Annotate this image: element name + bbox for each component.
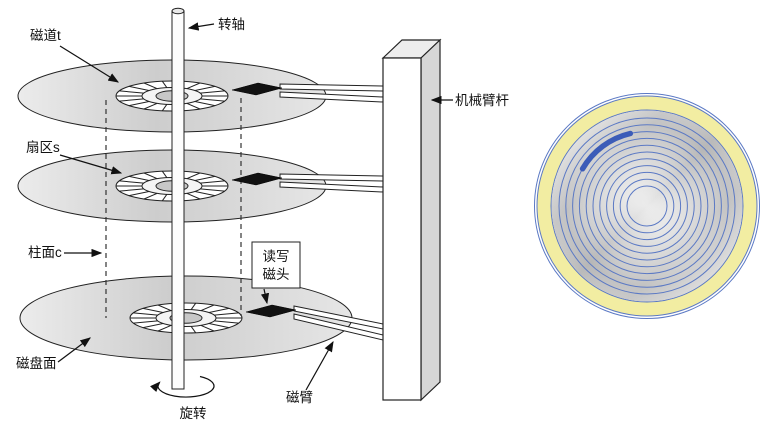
disk-platter-shine xyxy=(551,110,743,302)
hub-tick xyxy=(119,180,144,184)
track-circles xyxy=(558,117,736,295)
disk-surface-arrow xyxy=(57,337,91,363)
hub-tick xyxy=(186,102,201,110)
disk-yellow-band-inner-edge xyxy=(550,109,744,303)
hub-tick xyxy=(208,307,230,313)
hub-tick xyxy=(119,90,144,94)
hub-tick xyxy=(157,324,172,332)
hub-tick xyxy=(119,98,144,102)
track-circle xyxy=(612,171,682,241)
actuator-bar-label: 机械臂杆 xyxy=(455,93,509,108)
hub-tick xyxy=(214,312,239,316)
rw-head-bottom xyxy=(245,304,297,318)
arm-arrow xyxy=(305,340,334,391)
track-circle xyxy=(558,117,736,295)
hub-tick xyxy=(128,175,150,181)
hub-tick xyxy=(142,307,164,313)
hub-tick xyxy=(200,180,225,184)
hub-tick xyxy=(161,194,168,202)
sector-arrow xyxy=(59,154,123,175)
sector-label: 扇区s xyxy=(26,140,60,155)
rw-head-middle xyxy=(231,172,283,186)
hub-tick xyxy=(186,192,201,200)
platter-stack xyxy=(17,59,353,361)
hub-sector-ticks xyxy=(116,80,242,334)
hub-tick xyxy=(200,98,225,102)
hub-tick xyxy=(143,102,158,110)
track-circle xyxy=(599,158,695,254)
disk-yellow-band-outer-edge xyxy=(536,95,758,317)
hub-tick xyxy=(190,326,197,334)
spindle-arrow xyxy=(187,22,215,31)
hub-tick xyxy=(186,82,201,90)
track-circle xyxy=(585,144,709,268)
track-arrow xyxy=(59,45,120,83)
cylinder-label: 柱面c xyxy=(28,245,62,260)
disk-surface-view xyxy=(534,93,760,319)
track-circle xyxy=(592,151,702,261)
hub-tick xyxy=(214,320,239,324)
hub-tick xyxy=(200,304,215,312)
actuator-bar-front-face xyxy=(382,57,422,401)
hub-tick xyxy=(200,90,225,94)
actuator-bar xyxy=(381,38,442,402)
rw-heads xyxy=(231,82,297,318)
rw-head-label-frame xyxy=(251,241,301,289)
rw-head-label-line1: 读写 xyxy=(263,249,290,264)
rotation-label: 旋转 xyxy=(180,406,207,421)
track-circle xyxy=(565,124,729,288)
spindle-shaft-cap xyxy=(171,7,185,15)
labels: 磁道t 转轴 扇区s 柱面c 磁盘面 旋转 磁臂 读写 磁头 机械臂杆 xyxy=(16,17,509,421)
spindle-shaft xyxy=(171,7,185,390)
hub-tick xyxy=(208,323,230,329)
hub-tick xyxy=(143,82,158,90)
hub-tick xyxy=(161,80,168,88)
hub-tick xyxy=(194,101,216,107)
hub-tick xyxy=(142,323,164,329)
hub-tick xyxy=(161,104,168,112)
actuator-bar-side-face xyxy=(420,38,441,402)
hub-tick xyxy=(143,192,158,200)
rw-head-top xyxy=(231,82,283,96)
hub-tick xyxy=(143,172,158,180)
rw-head-label-line2: 磁头 xyxy=(263,267,290,282)
hub-tick xyxy=(133,320,158,324)
track-label: 磁道t xyxy=(30,28,61,43)
track-circle xyxy=(619,178,675,234)
sector-highlight-arc xyxy=(579,130,634,172)
hub-tick xyxy=(194,85,216,91)
hub-tick xyxy=(194,175,216,181)
hub-tick xyxy=(200,188,225,192)
hub-tick xyxy=(186,172,201,180)
spindle-label: 转轴 xyxy=(218,17,245,32)
hub-tick xyxy=(200,324,215,332)
track-circle xyxy=(606,165,688,247)
disk-yellow-band xyxy=(537,96,757,316)
hub-tick xyxy=(157,304,172,312)
hub-tick xyxy=(194,191,216,197)
hub-tick xyxy=(119,188,144,192)
spindle-shaft-body xyxy=(171,10,185,390)
hub-tick xyxy=(128,85,150,91)
hub-tick xyxy=(190,302,197,310)
hub-tick xyxy=(128,101,150,107)
rw-head-label-box: 读写 磁头 xyxy=(251,241,301,305)
track-circle xyxy=(626,185,668,227)
hub-tick xyxy=(128,191,150,197)
rotation-arrow xyxy=(150,375,215,398)
track-circle xyxy=(572,131,722,281)
hub-tick xyxy=(161,170,168,178)
hub-tick xyxy=(133,312,158,316)
disk-surface-label: 磁盘面 xyxy=(16,355,57,371)
arm-label: 磁臂 xyxy=(286,390,313,405)
track-circle xyxy=(578,137,716,275)
rw-head-arrow xyxy=(260,288,270,305)
